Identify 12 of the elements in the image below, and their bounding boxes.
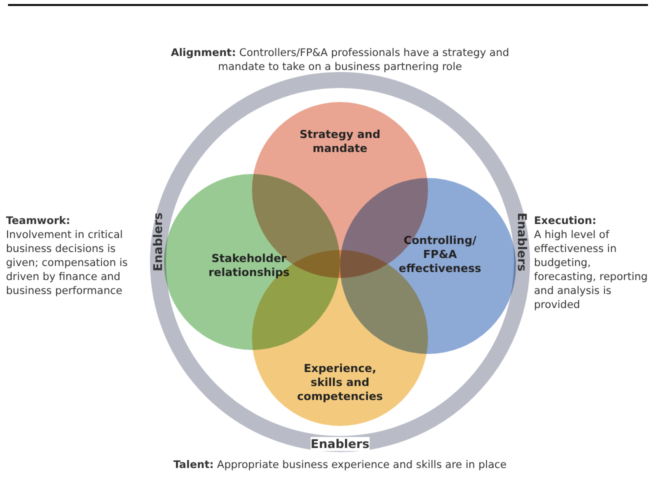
ring-label: Enablers (515, 212, 529, 272)
caption-text: Teamwork: Involvement in critical business decisions is given; compensation is driven by finance and business performance (6, 214, 129, 298)
caption-text: Talent: Appropriate business experience and skills are in place (172, 458, 508, 472)
caption-text: Alignment: Controllers/FP&A professionals have a strategy and mandate to take on a business partnering role (170, 46, 510, 74)
circle-label: Experience, skills and competencies (296, 362, 384, 404)
ring-label: Enablers (310, 437, 370, 451)
circle-label: Controlling/ FP&A effectiveness (398, 234, 482, 276)
circle-label: Strategy and mandate (298, 128, 382, 156)
ring-label: Enablers (151, 212, 165, 272)
enablers-ring (150, 72, 530, 452)
caption-text: Execution: A high level of effectiveness in budgeting, forecasting, reporting and analysis is provided (534, 214, 649, 312)
circle-label: Stakeholder relationships (207, 252, 291, 280)
